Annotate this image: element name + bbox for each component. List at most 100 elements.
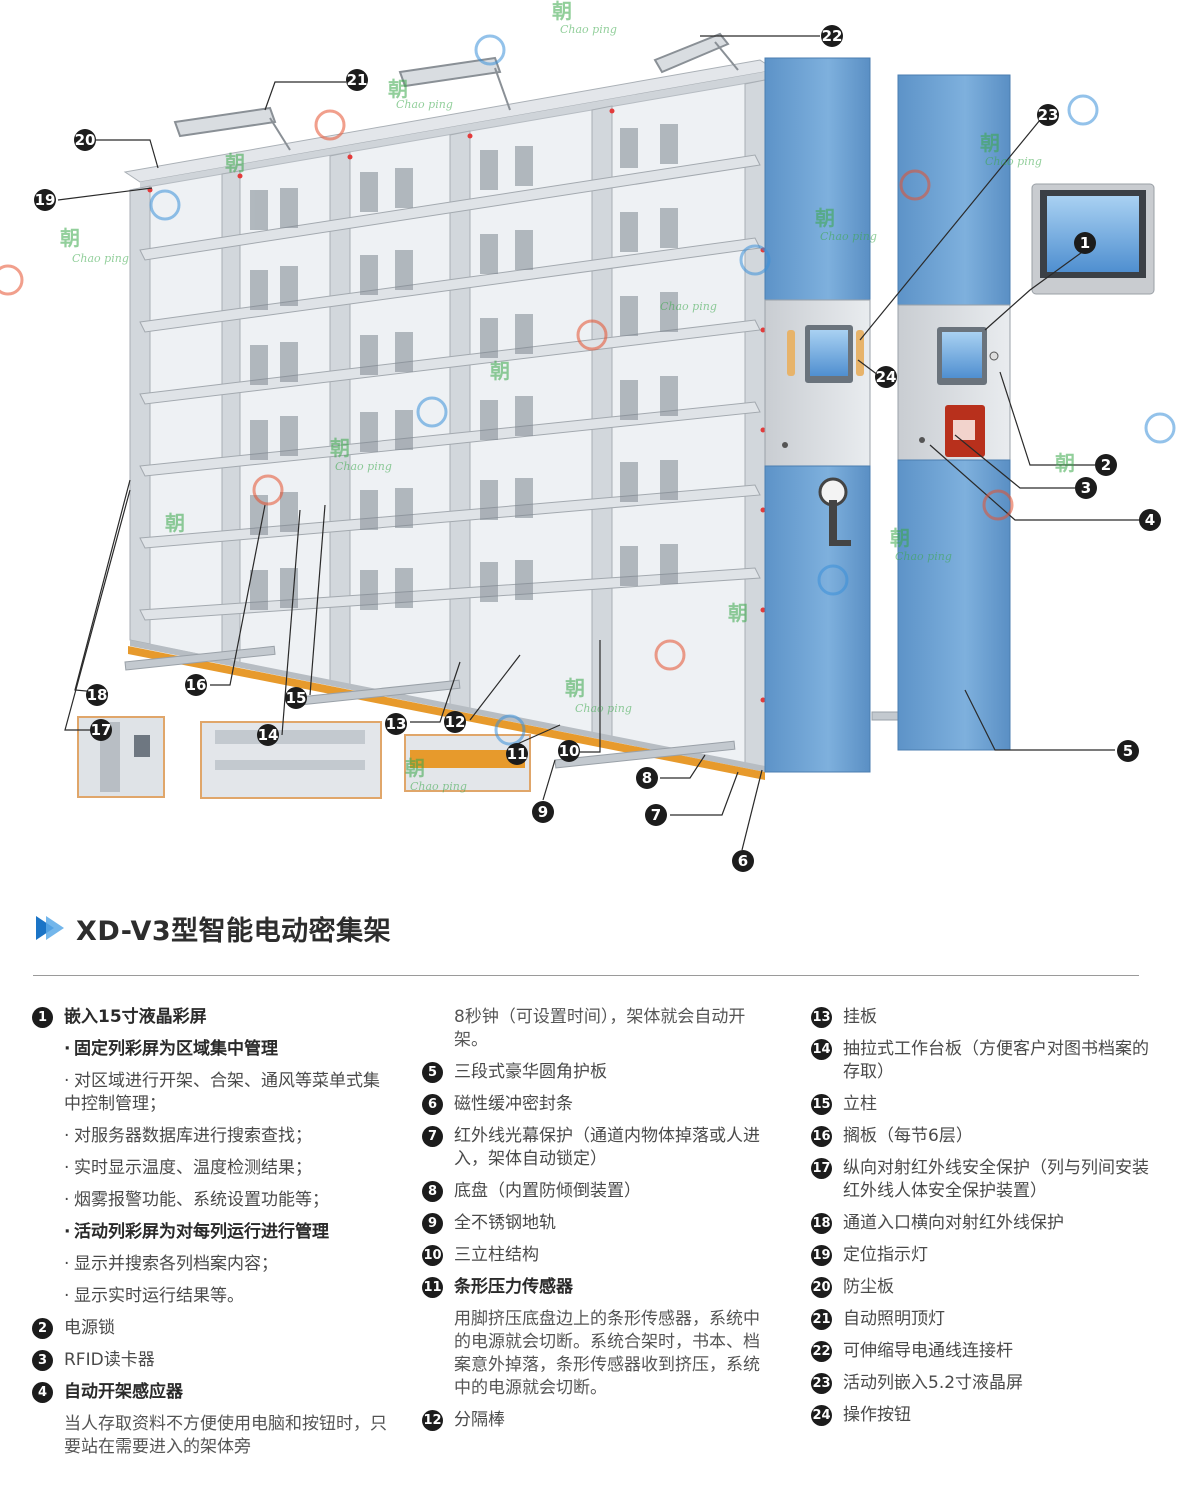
spec-point: ·实时显示温度、温度检测结果； bbox=[64, 1158, 312, 1178]
number-badge: 21 bbox=[811, 1309, 832, 1330]
svg-text:Chao ping: Chao ping bbox=[396, 98, 453, 111]
spec-item-5: 5 三段式豪华圆角护板 bbox=[422, 1061, 772, 1084]
number-badge: 23 bbox=[811, 1373, 832, 1394]
number-badge: 11 bbox=[422, 1277, 443, 1298]
callout-16 bbox=[185, 674, 207, 696]
svg-text:4: 4 bbox=[1145, 511, 1155, 529]
svg-text:Chao ping: Chao ping bbox=[820, 230, 877, 243]
svg-text:朝: 朝 bbox=[165, 511, 185, 535]
spec-label: 底盘（内置防倾倒装置） bbox=[454, 1181, 641, 1201]
spec-point-text: 实时显示温度、温度检测结果； bbox=[74, 1158, 312, 1178]
callout-24 bbox=[875, 366, 897, 388]
spec-label: 立柱 bbox=[843, 1094, 877, 1114]
product-illustration: 朝 Chao ping 朝 Chao ping 朝 朝 Chao ping 朝 … bbox=[0, 0, 1176, 872]
svg-text:朝: 朝 bbox=[1055, 451, 1075, 475]
number-badge: 4 bbox=[32, 1382, 53, 1403]
number-badge: 1 bbox=[32, 1007, 53, 1028]
number-badge: 19 bbox=[811, 1245, 832, 1266]
spec-label: 全不锈钢地轨 bbox=[454, 1213, 556, 1233]
play-arrow-icon bbox=[36, 916, 64, 940]
svg-text:24: 24 bbox=[876, 368, 897, 386]
spec-label: 条形压力传感器 bbox=[454, 1277, 573, 1297]
svg-text:3: 3 bbox=[1081, 479, 1091, 497]
spec-item-13: 13 挂板 bbox=[811, 1006, 1151, 1029]
svg-text:17: 17 bbox=[91, 721, 112, 739]
svg-text:23: 23 bbox=[1038, 106, 1059, 124]
spec-item-1: 1 嵌入15寸液晶彩屏 bbox=[32, 1006, 392, 1029]
callout-6 bbox=[732, 850, 754, 872]
svg-text:2: 2 bbox=[1101, 456, 1111, 474]
spec-point: ·显示并搜索各列档案内容； bbox=[64, 1254, 278, 1274]
spec-point: ·显示实时运行结果等。 bbox=[64, 1286, 244, 1306]
spec-description: 用脚挤压底盘边上的条形传感器，系统中的电源就会切断。系统合架时，书本、档案意外掉… bbox=[454, 1309, 760, 1398]
number-badge: 14 bbox=[811, 1039, 832, 1060]
callout-15 bbox=[285, 687, 307, 709]
svg-text:朝: 朝 bbox=[225, 151, 245, 175]
spec-label: RFID读卡器 bbox=[64, 1350, 155, 1370]
spec-column-2: 8秒钟（可设置时间），架体就会自动开架。 5 三段式豪华圆角护板 6 磁性缓冲密… bbox=[422, 1006, 772, 1441]
spec-point-text: 显示实时运行结果等。 bbox=[74, 1286, 244, 1306]
number-badge: 13 bbox=[811, 1007, 832, 1028]
spec-label: 操作按钮 bbox=[843, 1405, 911, 1425]
spec-point-text: 烟雾报警功能、系统设置功能等； bbox=[74, 1190, 329, 1210]
spec-point: ·对服务器数据库进行搜索查找； bbox=[64, 1126, 312, 1146]
svg-text:10: 10 bbox=[559, 742, 580, 760]
callout-2 bbox=[1095, 454, 1117, 476]
callout-14 bbox=[257, 724, 279, 746]
spec-label: 红外线光幕保护（通道内物体掉落或人进入，架体自动锁定） bbox=[454, 1126, 760, 1169]
spec-item-16: 16 搁板（每节6层） bbox=[811, 1125, 1151, 1148]
spec-item-22: 22 可伸缩导电通线连接杆 bbox=[811, 1340, 1151, 1363]
callout-12 bbox=[444, 711, 466, 733]
watermarks: 朝 Chao ping 朝 Chao ping 朝 朝 Chao ping 朝 … bbox=[0, 0, 1176, 793]
svg-text:Chao ping: Chao ping bbox=[895, 550, 952, 563]
number-badge: 24 bbox=[811, 1405, 832, 1426]
svg-text:朝: 朝 bbox=[980, 131, 1000, 155]
svg-text:22: 22 bbox=[822, 27, 843, 45]
spec-item-17: 17 纵向对射红外线安全保护（列与列间安装红外线人体安全保护装置） bbox=[811, 1157, 1151, 1203]
spec-label: 自动开架感应器 bbox=[64, 1382, 183, 1402]
svg-text:6: 6 bbox=[738, 852, 748, 870]
callout-1 bbox=[1074, 232, 1096, 254]
callout-21 bbox=[346, 69, 368, 91]
callout-markers: 1 2 3 4 5 6 7 8 9 10 11 12 13 14 15 16 1… bbox=[34, 25, 1161, 872]
callout-4 bbox=[1139, 509, 1161, 531]
spec-label: 定位指示灯 bbox=[843, 1245, 928, 1265]
svg-text:8: 8 bbox=[642, 769, 652, 787]
spec-point: ·对区域进行开架、合架、通风等菜单式集中控制管理； bbox=[64, 1071, 380, 1114]
svg-text:朝: 朝 bbox=[405, 756, 425, 780]
spec-description: 当人存取资料不方便使用电脑和按钮时，只要站在需要进入的架体旁 bbox=[64, 1414, 387, 1457]
mobile-row-end-panel bbox=[764, 57, 871, 773]
spec-item-8: 8 底盘（内置防倾倒装置） bbox=[422, 1180, 772, 1203]
spec-item-6: 6 磁性缓冲密封条 bbox=[422, 1093, 772, 1116]
spec-description-continued: 8秒钟（可设置时间），架体就会自动开架。 bbox=[454, 1007, 746, 1050]
svg-text:朝: 朝 bbox=[890, 526, 910, 550]
spec-label: 纵向对射红外线安全保护（列与列间安装红外线人体安全保护装置） bbox=[843, 1158, 1149, 1201]
spec-point-text: 显示并搜索各列档案内容； bbox=[74, 1254, 278, 1274]
svg-text:朝: 朝 bbox=[552, 0, 572, 23]
spec-item-4: 4 自动开架感应器 bbox=[32, 1381, 392, 1404]
spec-label: 嵌入15寸液晶彩屏 bbox=[64, 1007, 207, 1027]
spec-point-text: 对服务器数据库进行搜索查找； bbox=[74, 1126, 312, 1146]
svg-text:Chao ping: Chao ping bbox=[560, 23, 617, 36]
number-badge: 16 bbox=[811, 1126, 832, 1147]
number-badge: 8 bbox=[422, 1181, 443, 1202]
spec-label: 可伸缩导电通线连接杆 bbox=[843, 1341, 1013, 1361]
svg-text:朝: 朝 bbox=[60, 226, 80, 250]
callout-3 bbox=[1075, 477, 1097, 499]
spec-item-19: 19 定位指示灯 bbox=[811, 1244, 1151, 1267]
callout-17 bbox=[90, 719, 112, 741]
svg-text:Chao ping: Chao ping bbox=[575, 702, 632, 715]
spec-item-24: 24 操作按钮 bbox=[811, 1404, 1151, 1427]
svg-text:11: 11 bbox=[507, 745, 528, 763]
number-badge: 17 bbox=[811, 1158, 832, 1179]
spec-column-1: 1 嵌入15寸液晶彩屏 ·固定列彩屏为区域集中管理 ·对区域进行开架、合架、通风… bbox=[32, 1006, 392, 1468]
svg-text:9: 9 bbox=[538, 803, 548, 821]
spec-label: 防尘板 bbox=[843, 1277, 894, 1297]
ceiling-lamps bbox=[173, 32, 739, 151]
number-badge: 15 bbox=[811, 1094, 832, 1115]
page-title: XD-V3型智能电动密集架 bbox=[76, 915, 392, 947]
callout-7 bbox=[645, 804, 667, 826]
spec-subheading-text: 活动列彩屏为对每列运行进行管理 bbox=[74, 1222, 329, 1242]
spec-item-21: 21 自动照明顶灯 bbox=[811, 1308, 1151, 1331]
number-badge: 9 bbox=[422, 1213, 443, 1234]
